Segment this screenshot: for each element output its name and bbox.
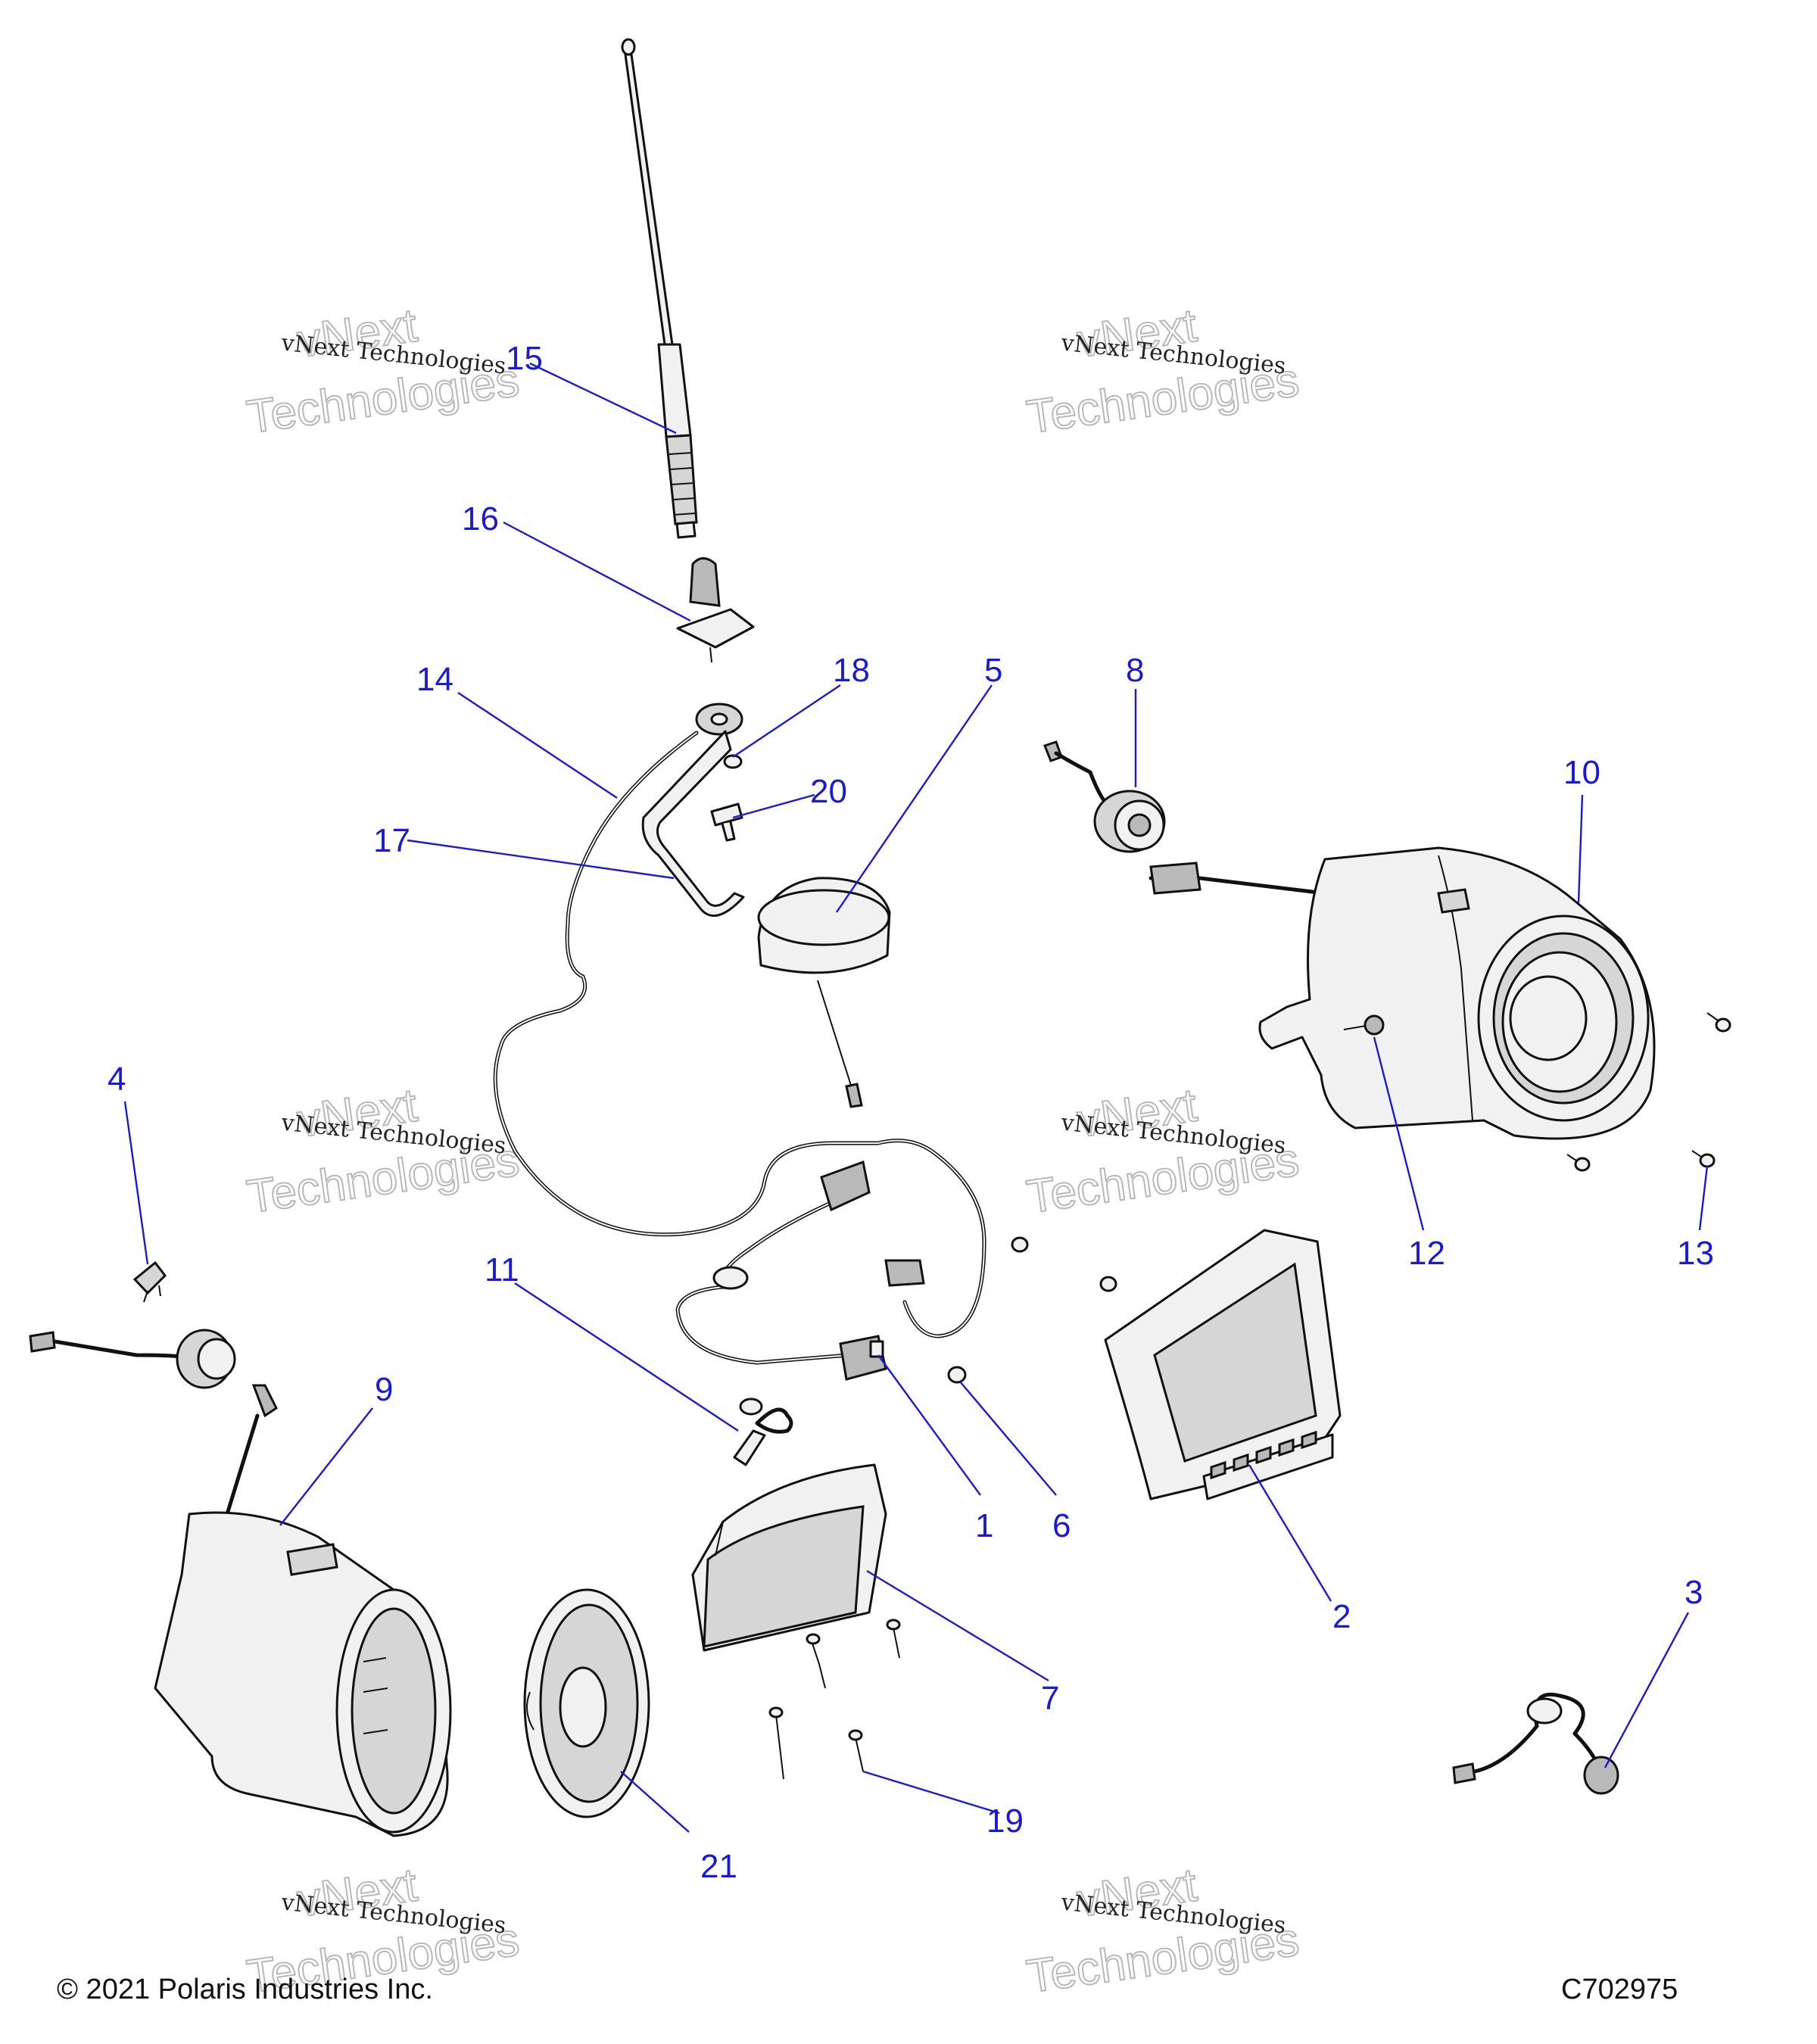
- amplifier-part-7: [691, 1463, 887, 1652]
- callout-4: 4: [108, 1061, 126, 1098]
- leader-17: [407, 839, 675, 880]
- callout-6: 6: [1052, 1507, 1071, 1544]
- leader-7: [866, 1569, 1049, 1682]
- callout-5: 5: [984, 652, 1002, 689]
- leader-1: [877, 1354, 981, 1496]
- antenna-cable-part-14: [493, 703, 986, 1338]
- gps-puck-part-5: [757, 877, 891, 1108]
- leader-12: [1373, 1036, 1425, 1231]
- callout-20: 20: [810, 773, 847, 810]
- callout-12: 12: [1408, 1235, 1445, 1272]
- callout-14: 14: [416, 661, 453, 698]
- leader-10: [1577, 794, 1584, 904]
- display-unit-part-2: [1104, 1229, 1342, 1500]
- callout-8: 8: [1126, 652, 1144, 689]
- callout-19: 19: [986, 1803, 1024, 1840]
- leader-3: [1604, 1612, 1690, 1768]
- speaker-enclosure-part-10: [1148, 846, 1656, 1140]
- screw-part-20: [710, 802, 743, 842]
- nut-part-18: [723, 754, 743, 769]
- bracket-strap-part-17: [641, 730, 745, 917]
- leader-5: [836, 684, 993, 913]
- copyright-text: © 2021 Polaris Industries Inc.: [57, 1974, 433, 2005]
- leader-15: [529, 362, 677, 435]
- callout-9: 9: [375, 1371, 393, 1408]
- screws-part-13: [1566, 1012, 1731, 1172]
- callout-7: 7: [1041, 1680, 1059, 1717]
- leader-11: [514, 1282, 739, 1432]
- leader-19: [862, 1770, 1000, 1815]
- tweeter-part-4: [29, 1260, 236, 1389]
- callout-21: 21: [700, 1848, 737, 1885]
- leader-18: [732, 684, 841, 758]
- leader-14: [457, 691, 618, 799]
- callout-18: 18: [833, 652, 870, 689]
- callout-1: 1: [975, 1507, 993, 1544]
- callout-10: 10: [1563, 754, 1600, 791]
- leader-21: [620, 1771, 690, 1833]
- antenna-base-part-16: [676, 557, 755, 663]
- clip-part-11: [733, 1397, 793, 1466]
- callout-15: 15: [506, 340, 543, 377]
- callout-2: 2: [1332, 1598, 1351, 1635]
- callout-3: 3: [1685, 1574, 1703, 1611]
- callout-16: 16: [462, 500, 499, 537]
- leader-2: [1248, 1464, 1332, 1602]
- antenna-mast-part-15: [621, 38, 698, 539]
- leader-13: [1698, 1165, 1709, 1231]
- screws-part-6: [947, 1236, 1117, 1384]
- callout-11: 11: [485, 1251, 519, 1288]
- connector-harness-part-3: [1452, 1693, 1619, 1795]
- bolts-part-19: [768, 1619, 901, 1780]
- leader-6: [959, 1381, 1057, 1496]
- tweeter-part-8: [1043, 740, 1166, 853]
- leader-20: [732, 793, 815, 819]
- callout-17: 17: [373, 822, 410, 859]
- leader-16: [503, 521, 691, 622]
- figure-id: C702975: [1561, 1974, 1678, 2005]
- screw-part-12: [1343, 1014, 1385, 1036]
- leader-9: [279, 1407, 373, 1526]
- leader-4: [123, 1101, 149, 1265]
- speaker-driver-part-21: [523, 1588, 650, 1818]
- callout-13: 13: [1677, 1235, 1714, 1272]
- wire-harness-part-1: [675, 1160, 887, 1381]
- speaker-enclosure-part-9: [154, 1384, 452, 1837]
